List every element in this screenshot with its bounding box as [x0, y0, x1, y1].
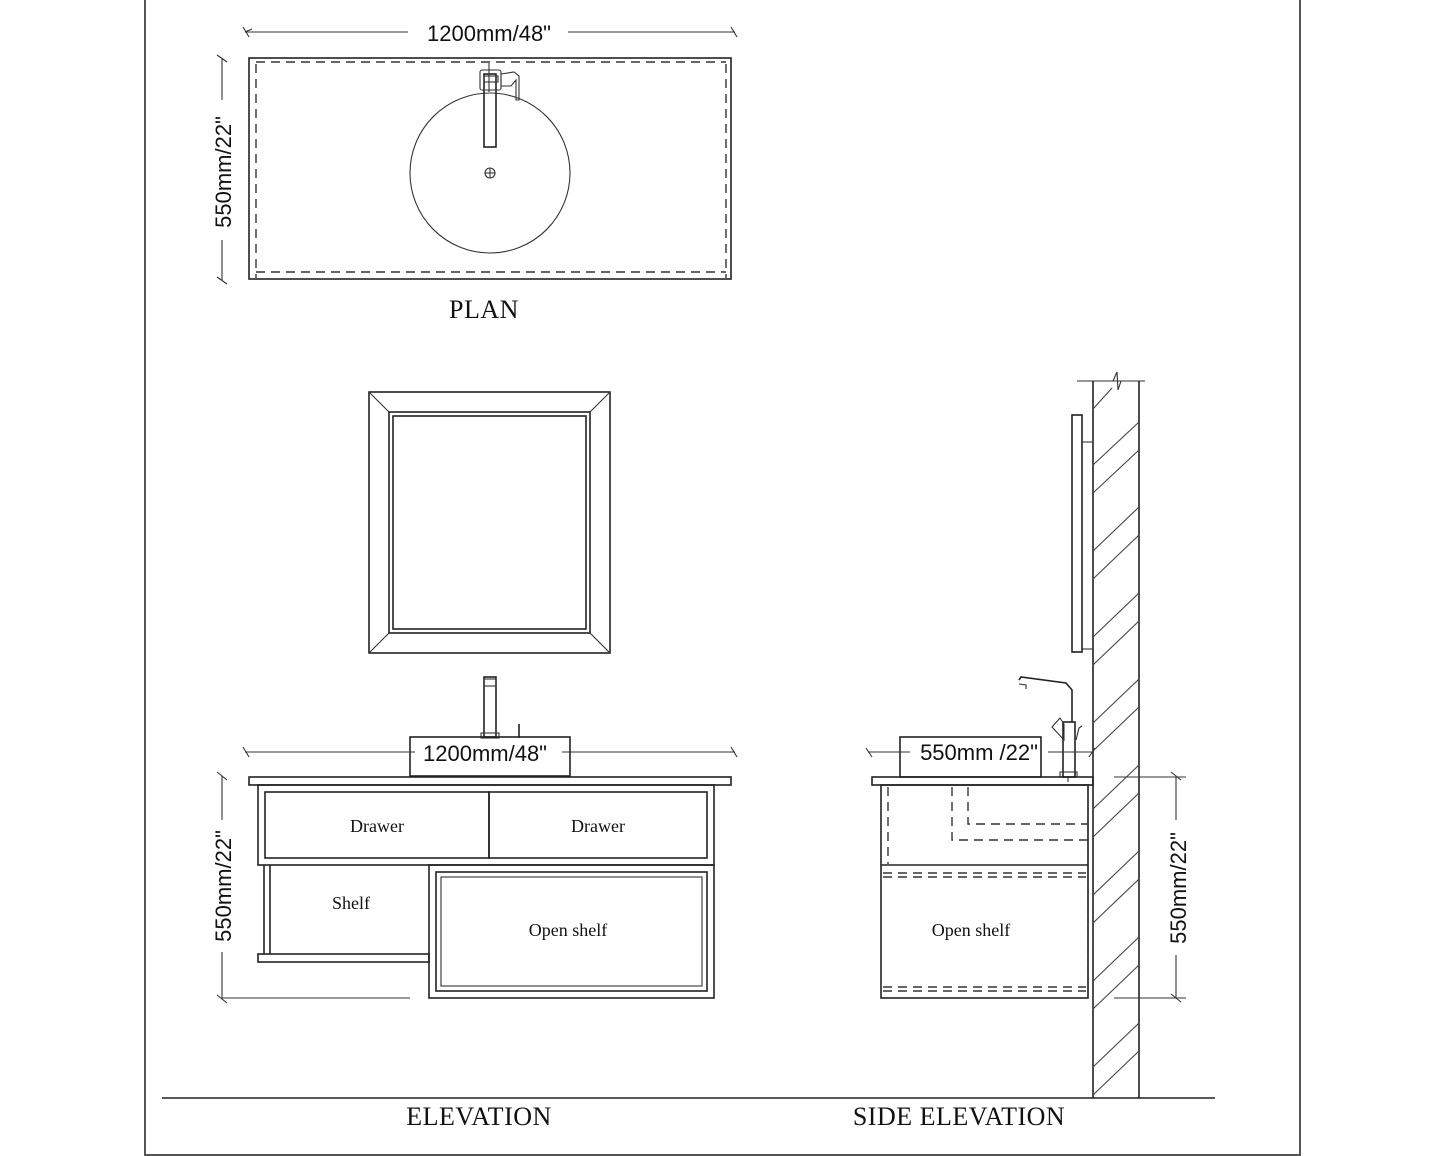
open-shelf: Open shelf [428, 864, 715, 999]
plan-width-dimension: 1200mm/48" [242, 21, 738, 46]
mirror [368, 391, 611, 654]
elevation-basin [409, 736, 571, 777]
plan-view: 1200mm/48" 550mm/22" [211, 21, 738, 324]
elevation-width-dimension: 1200mm/48" [242, 741, 738, 766]
side-open-shelf-label: Open shelf [932, 920, 1010, 940]
shelf-label: Shelf [332, 893, 370, 913]
side-elevation-title: SIDE ELEVATION [853, 1102, 1065, 1131]
side-faucet-icon [1018, 676, 1083, 782]
plan-countertop [248, 57, 732, 280]
drawer-right-label: Drawer [571, 816, 625, 836]
plan-faucet-icon [479, 63, 520, 148]
drain-icon [484, 167, 496, 179]
plan-title: PLAN [449, 295, 519, 324]
elevation-view: 1200mm/48" 550mm/22" Drawer Drawer Shelf [211, 391, 738, 1004]
side-depth-label: 550mm /22" [920, 740, 1038, 765]
plan-depth-label: 550mm/22" [211, 116, 236, 228]
open-shelf-label: Open shelf [529, 920, 607, 940]
side-countertop [871, 776, 1094, 786]
shelf: Shelf [257, 865, 430, 963]
side-elevation-view: 550mm /22" 550mm/22" Open shelf [865, 371, 1191, 1098]
elevation-width-label: 1200mm/48" [423, 741, 547, 766]
side-depth-dimension: 550mm /22" [865, 740, 1096, 765]
drawer-left-label: Drawer [350, 816, 404, 836]
elevation-countertop [248, 776, 732, 786]
elevation-faucet-icon [480, 676, 520, 739]
wall-section [1077, 371, 1145, 1098]
side-height-label: 550mm/22" [1166, 832, 1191, 944]
sheet-frame [144, 0, 1301, 1156]
plan-width-label: 1200mm/48" [427, 21, 551, 46]
drawer-right[interactable] [488, 791, 708, 859]
elevation-height-label: 550mm/22" [211, 830, 236, 942]
elevation-height-dimension: 550mm/22" [211, 771, 410, 1004]
elevation-title: ELEVATION [406, 1102, 552, 1131]
side-mirror [1071, 414, 1093, 653]
plan-depth-dimension: 550mm/22" [211, 54, 236, 285]
side-height-dimension: 550mm/22" [1114, 771, 1191, 1003]
plan-basin [409, 92, 571, 254]
